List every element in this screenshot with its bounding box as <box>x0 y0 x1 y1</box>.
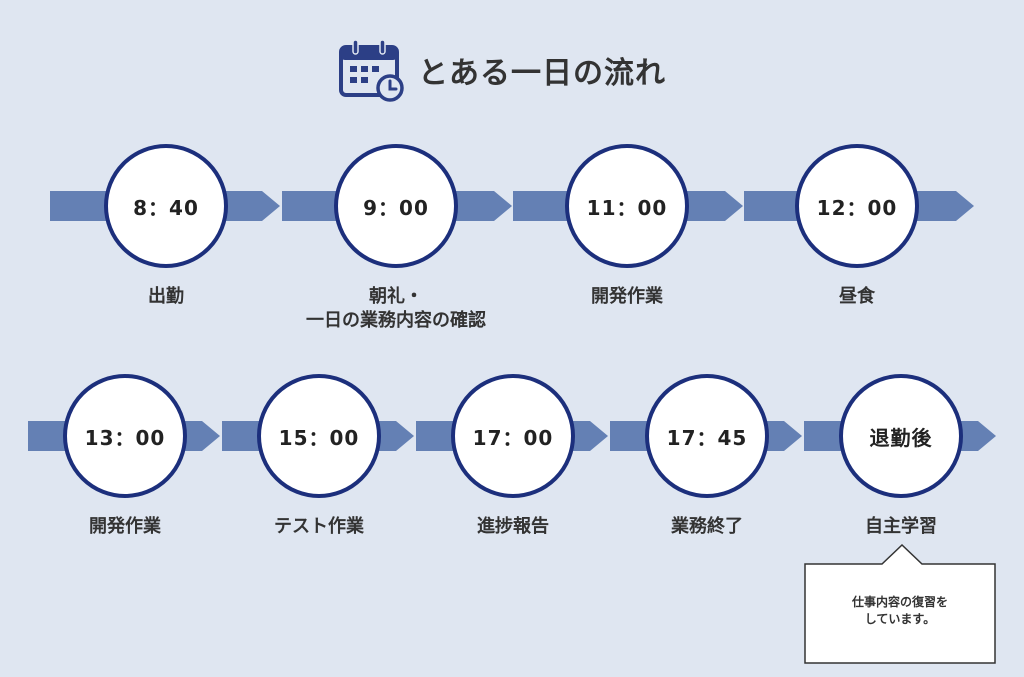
step-label-line: 開発作業 <box>591 286 663 307</box>
time-circle: 退勤後 <box>839 374 963 498</box>
step-label-line: 昼食 <box>839 286 875 307</box>
step-label-line: 一日の業務内容の確認 <box>306 310 486 331</box>
step-label: テスト作業 <box>199 515 439 539</box>
step-label: 朝礼・ 一日の業務内容の確認 <box>276 285 516 333</box>
time-circle: 17：00 <box>451 374 575 498</box>
time-circle: 11：00 <box>565 144 689 268</box>
time-circle: 15：00 <box>257 374 381 498</box>
step-label-line: 出勤 <box>148 286 184 307</box>
note-line: しています。 <box>864 612 936 626</box>
step-label: 昼食 <box>737 285 977 309</box>
step-label-line: 進捗報告 <box>477 516 549 537</box>
step-label: 進捗報告 <box>393 515 633 539</box>
step-label: 開発作業 <box>5 515 245 539</box>
step-label-line: 朝礼・ <box>369 286 423 307</box>
step-label-line: テスト作業 <box>274 516 364 537</box>
note-callout: 仕事内容の復習を しています。 <box>804 544 996 664</box>
step-label: 出勤 <box>46 285 286 309</box>
time-circle: 8：40 <box>104 144 228 268</box>
callout-bubble <box>804 544 996 664</box>
step-label: 自主学習 <box>781 515 1021 539</box>
page-title: とある一日の流れ <box>418 56 666 91</box>
step-label-line: 自主学習 <box>865 516 937 537</box>
step-label: 開発作業 <box>507 285 747 309</box>
time-circle: 17：45 <box>645 374 769 498</box>
note-line: 仕事内容の復習を <box>851 595 948 609</box>
step-label-line: 開発作業 <box>89 516 161 537</box>
time-circle: 9：00 <box>334 144 458 268</box>
header: とある一日の流れ <box>338 38 666 102</box>
time-circle: 13：00 <box>63 374 187 498</box>
note-text: 仕事内容の復習を しています。 <box>804 594 996 628</box>
step-label-line: 業務終了 <box>671 516 743 537</box>
time-circle: 12：00 <box>795 144 919 268</box>
calendar-clock-icon <box>339 39 404 102</box>
step-label: 業務終了 <box>587 515 827 539</box>
